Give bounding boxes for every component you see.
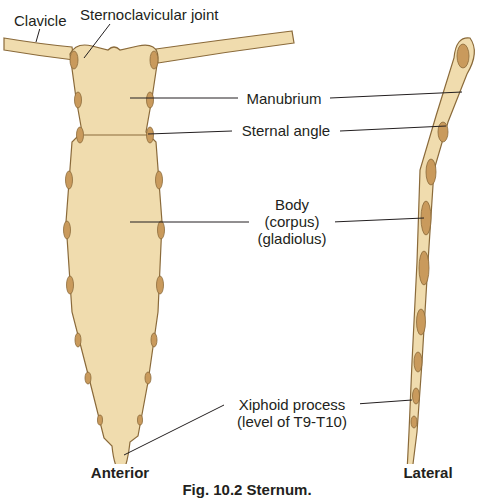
left-clavicle: [4, 38, 74, 60]
part-label: Clavicle: [12, 12, 69, 29]
part-label: Sternoclavicular joint: [78, 6, 220, 23]
figure-caption: Fig. 10.2 Sternum.: [180, 481, 313, 498]
part-label: Sternal angle: [240, 122, 332, 139]
sternum-anterior: [66, 45, 162, 476]
part-label: Manubrium: [244, 90, 323, 107]
view-label: Anterior: [89, 464, 151, 481]
right-clavicle: [156, 31, 294, 63]
view-label: Lateral: [401, 464, 454, 481]
leader-lines: [36, 24, 462, 455]
part-label: Xiphoid process (level of T9-T10): [224, 396, 360, 430]
lateral-sternum: [407, 38, 474, 472]
part-label: Body (corpus) (gladiolus): [249, 196, 335, 247]
